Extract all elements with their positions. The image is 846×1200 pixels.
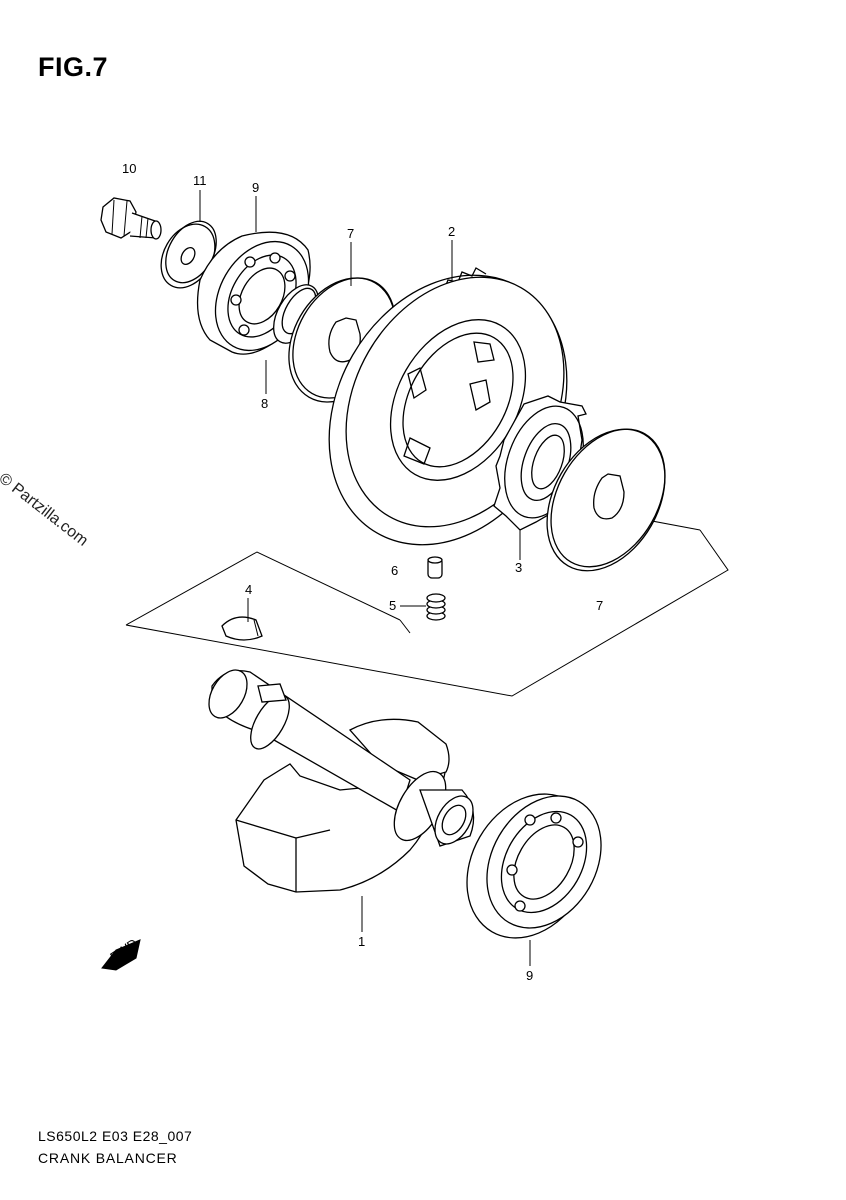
callout-6: 6 (391, 563, 398, 578)
fwd-arrow-icon: FWD (101, 935, 141, 971)
callout-labels: 10 11 9 7 2 8 3 6 4 5 7 1 9 (122, 161, 603, 983)
drawing-code: LS650L2 E03 E28_007 (38, 1128, 193, 1144)
leader-lines (199, 190, 531, 966)
part-7-washer-lower[interactable] (523, 408, 689, 592)
callout-2: 2 (448, 224, 455, 239)
callout-11: 11 (193, 173, 207, 188)
callout-9-lower: 9 (526, 968, 533, 983)
assembly-outline-segment (399, 619, 411, 634)
callout-4: 4 (245, 582, 252, 597)
figure-title: FIG.7 (38, 52, 109, 82)
callout-7-lower: 7 (596, 598, 603, 613)
part-6-pin[interactable] (427, 556, 443, 579)
figure-caption: CRANK BALANCER (38, 1150, 178, 1166)
callout-5: 5 (389, 598, 396, 613)
callout-9-upper: 9 (252, 180, 259, 195)
part-9-bearing-lower[interactable] (442, 771, 624, 961)
part-10-bolt[interactable] (100, 197, 162, 240)
callout-8: 8 (261, 396, 268, 411)
callout-10: 10 (122, 161, 136, 176)
callout-3: 3 (515, 560, 522, 575)
part-5-spring[interactable] (426, 593, 446, 621)
callout-1: 1 (358, 934, 365, 949)
callout-7-upper: 7 (347, 226, 354, 241)
part-1-balancer-shaft[interactable] (201, 663, 481, 893)
part-4-key[interactable] (221, 616, 263, 641)
